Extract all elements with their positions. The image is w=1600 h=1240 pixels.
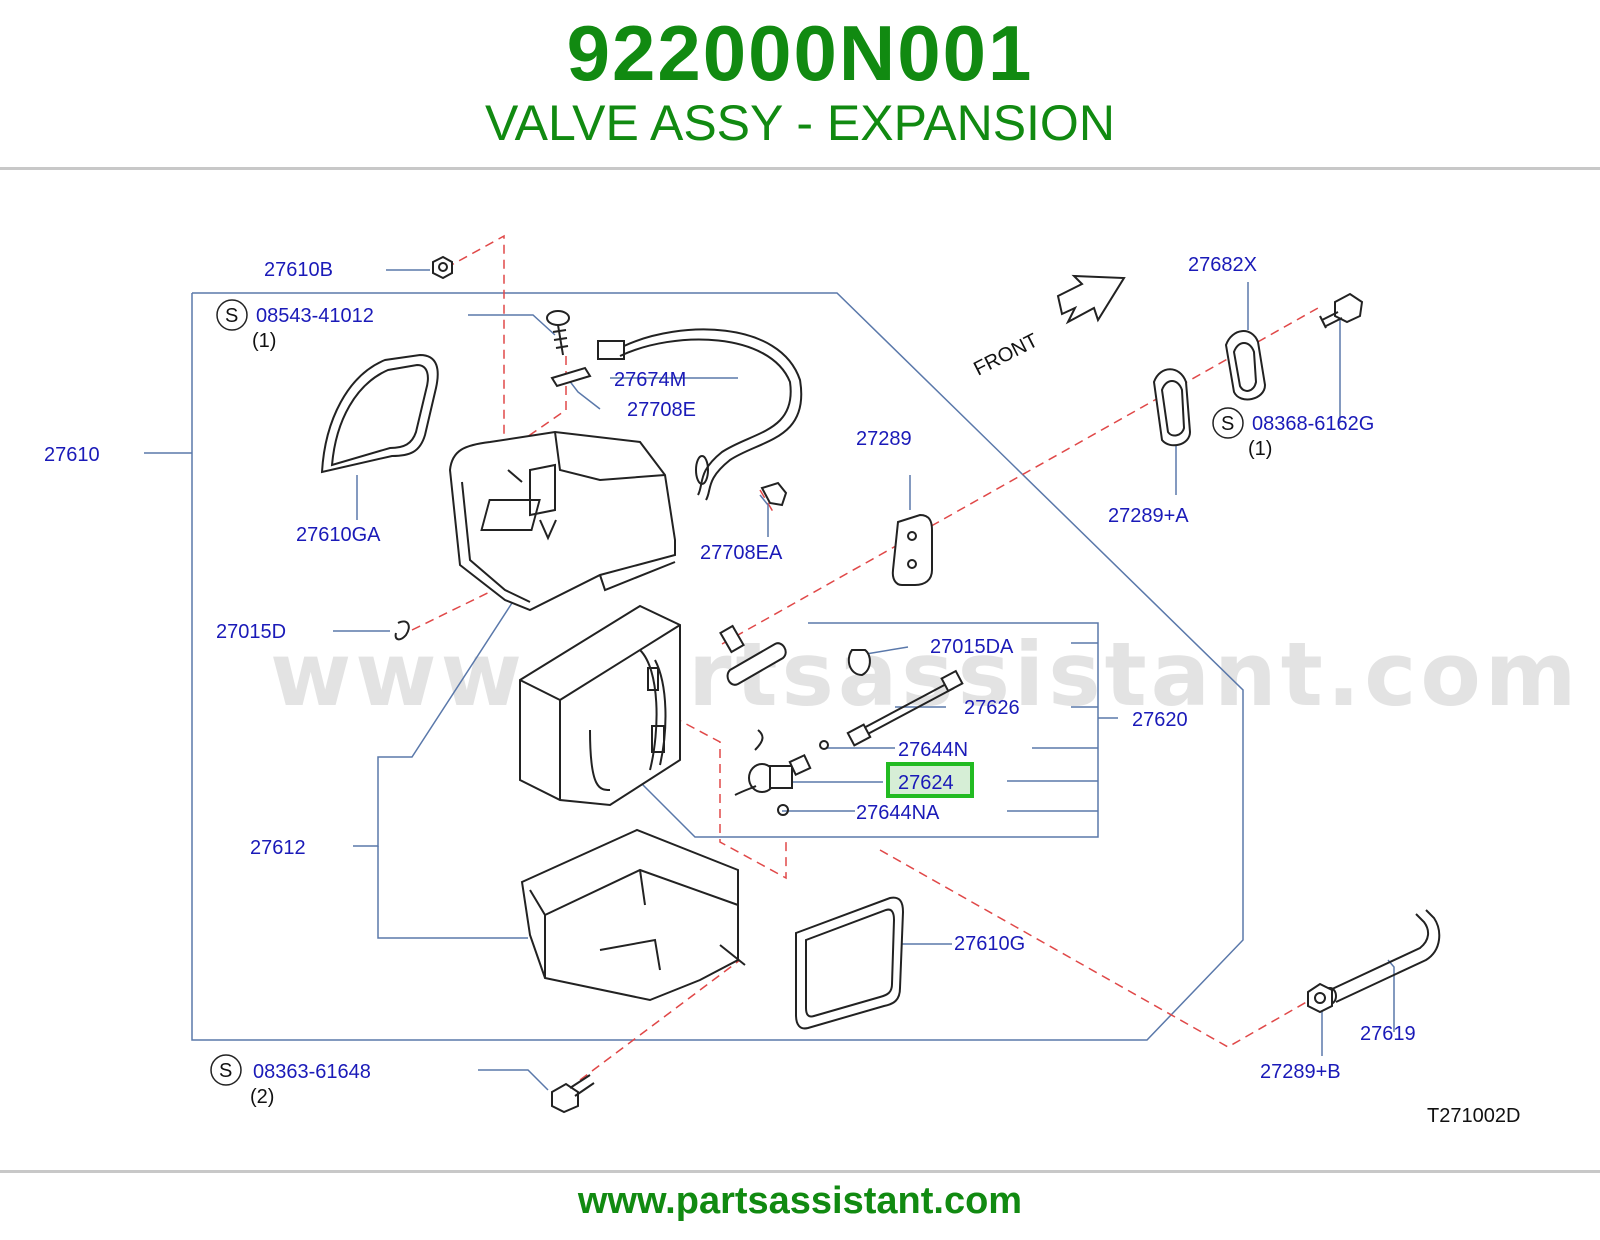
callout-27015DA[interactable]: 27015DA bbox=[930, 636, 1014, 658]
highlight-box bbox=[886, 762, 974, 798]
parts-diagram: www.partsassistant.com bbox=[0, 170, 1600, 1170]
expansion-valve-drawing bbox=[734, 729, 812, 816]
quantity-08543: (1) bbox=[252, 330, 276, 352]
callout-27610B[interactable]: 27610B bbox=[264, 259, 333, 281]
footer-url[interactable]: www.partsassistant.com bbox=[577, 1180, 1023, 1222]
callout-27289-A[interactable]: 27289+A bbox=[1108, 505, 1189, 527]
front-arrow-icon bbox=[1056, 274, 1126, 325]
harness-27674M-icon bbox=[597, 328, 803, 501]
callout-27708EA[interactable]: 27708EA bbox=[700, 542, 783, 564]
clip-27015D-icon bbox=[394, 620, 410, 641]
callout-08543-41012[interactable]: 08543-41012 bbox=[256, 305, 374, 327]
callout-27682X[interactable]: 27682X bbox=[1188, 254, 1257, 276]
callout-27289-B[interactable]: 27289+B bbox=[1260, 1061, 1341, 1083]
callout-27626[interactable]: 27626 bbox=[964, 697, 1020, 719]
gasket-27610G-icon bbox=[795, 896, 905, 1030]
callout-27610[interactable]: 27610 bbox=[44, 444, 100, 466]
pipe-fittings-drawing bbox=[719, 624, 964, 750]
evaporator-core-drawing bbox=[519, 604, 681, 807]
footer-divider bbox=[0, 1170, 1600, 1173]
callout-27674M[interactable]: 27674M bbox=[614, 369, 686, 391]
callout-08368-6162G[interactable]: 08368-6162G bbox=[1252, 413, 1374, 435]
lower-case-drawing bbox=[520, 828, 746, 1002]
bolt-08368-icon bbox=[1319, 292, 1364, 329]
nut-27610B-icon bbox=[432, 255, 453, 280]
bolt-08363-icon bbox=[551, 1074, 595, 1114]
standard-part-08543: S 08543-41012 (1) bbox=[216, 299, 374, 352]
callout-27644NA[interactable]: 27644NA bbox=[856, 802, 940, 824]
standard-symbol: S bbox=[219, 1060, 232, 1082]
standard-symbol: S bbox=[1221, 413, 1234, 435]
callout-08363-61648[interactable]: 08363-61648 bbox=[253, 1061, 371, 1083]
standard-symbol-icon bbox=[216, 299, 248, 331]
part-name: VALVE ASSY - EXPANSION bbox=[485, 95, 1115, 151]
standard-part-08368: S 08368-6162G (1) bbox=[1212, 407, 1374, 460]
callout-27015D[interactable]: 27015D bbox=[216, 621, 286, 643]
clip-27708EA-icon bbox=[760, 481, 788, 507]
callout-27619[interactable]: 27619 bbox=[1360, 1023, 1416, 1045]
diagram-canvas: www.partsassistant.com bbox=[44, 234, 1581, 1127]
hose-27619-icon bbox=[1323, 909, 1441, 1005]
header: 922000N001 VALVE ASSY - EXPANSION bbox=[0, 0, 1600, 170]
grommet-27289-icon bbox=[891, 513, 933, 586]
standard-symbol-icon bbox=[1212, 407, 1244, 439]
quantity-08368: (1) bbox=[1248, 438, 1272, 460]
assembly-outline bbox=[191, 292, 1244, 1041]
standard-symbol-icon bbox=[210, 1054, 242, 1086]
nut-27289B-icon bbox=[1307, 982, 1333, 1014]
standard-part-08363: S 08363-61648 (2) bbox=[210, 1054, 371, 1108]
leader-lines bbox=[144, 269, 1395, 1091]
callout-27610GA[interactable]: 27610GA bbox=[296, 524, 381, 546]
standard-symbol: S bbox=[225, 305, 238, 327]
front-label: FRONT bbox=[970, 330, 1041, 381]
callout-27644N[interactable]: 27644N bbox=[898, 739, 968, 761]
guide-lines bbox=[411, 234, 1319, 1081]
callout-27289[interactable]: 27289 bbox=[856, 428, 912, 450]
callout-27708E[interactable]: 27708E bbox=[627, 399, 696, 421]
callout-27624[interactable]: 27624 bbox=[898, 772, 954, 794]
drawing-code: T271002D bbox=[1427, 1105, 1520, 1127]
grommet-27289A-icon bbox=[1152, 368, 1192, 447]
callout-27620[interactable]: 27620 bbox=[1132, 709, 1188, 731]
callout-27612[interactable]: 27612 bbox=[250, 837, 306, 859]
part-drawings bbox=[320, 255, 1441, 1114]
header-divider bbox=[0, 167, 1600, 170]
gasket-27610GA-icon bbox=[320, 353, 439, 474]
part-number: 922000N001 bbox=[566, 9, 1034, 97]
quantity-08363: (2) bbox=[250, 1086, 274, 1108]
screw-08543-icon bbox=[546, 310, 570, 356]
subassembly-outline bbox=[639, 622, 1099, 838]
upper-case-drawing bbox=[448, 430, 676, 612]
seal-27682X-icon bbox=[1224, 330, 1267, 401]
bracket-27708E-icon bbox=[550, 366, 592, 388]
callout-27610G[interactable]: 27610G bbox=[954, 933, 1025, 955]
watermark-text: www.partsassistant.com bbox=[270, 623, 1581, 726]
